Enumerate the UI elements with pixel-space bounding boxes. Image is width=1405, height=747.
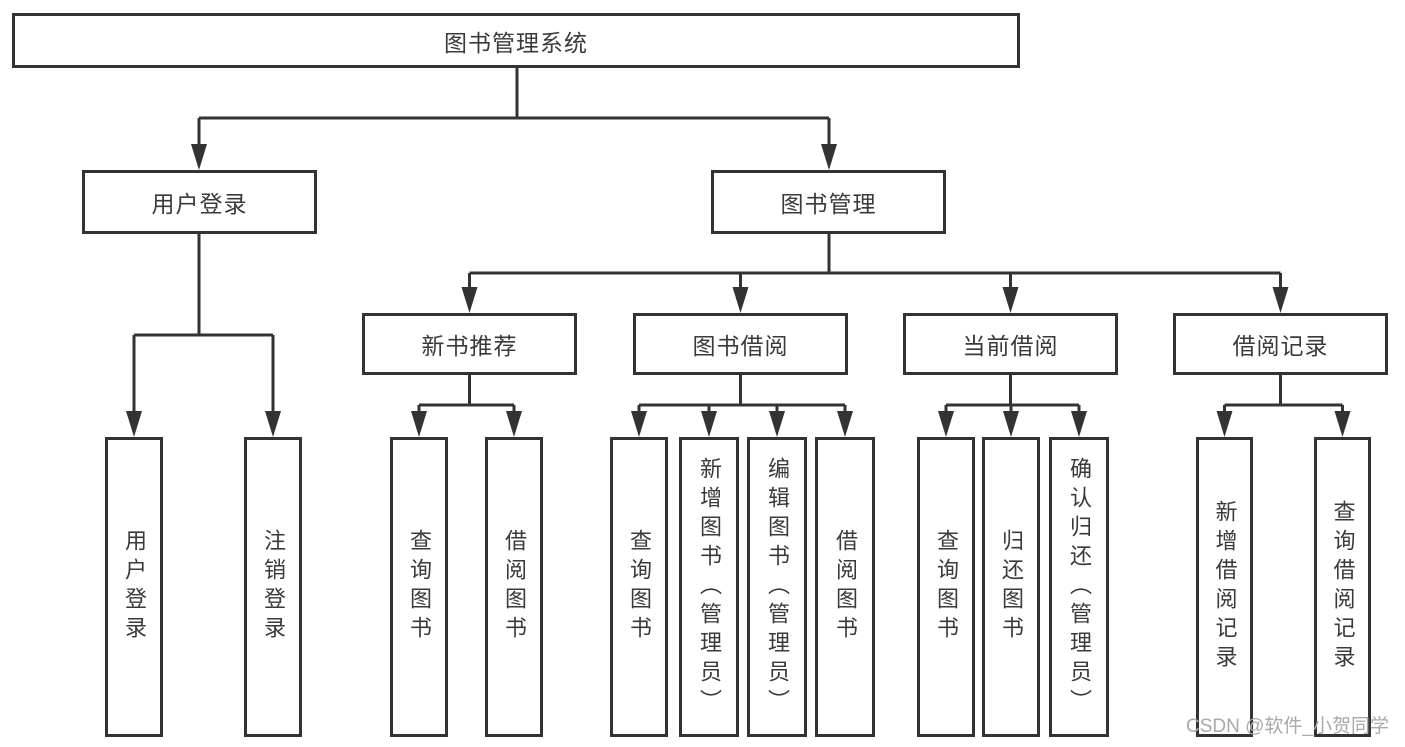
node-label: 图书管理系统 [444,29,588,56]
node-current-borrow: 当前借阅 [903,313,1118,375]
connector-root [197,68,831,152]
arrow-icon [461,287,478,313]
node-label: 编辑图书（管理员） [765,456,790,718]
node-label: 借阅图书 [833,529,858,645]
node-book-borrow: 图书借阅 [633,313,848,375]
arrow-icon [126,411,142,437]
node-label: 归还图书 [999,529,1024,645]
node-label: 图书借阅 [692,333,789,359]
connector-new-book-recommend [417,375,516,419]
node-label: 查询借阅记录 [1330,500,1356,674]
node-label: 查询图书 [627,529,652,645]
arrow-icon [1003,411,1019,437]
leaf-user-login: 用户登录 [105,437,163,737]
arrow-icon [1216,411,1233,437]
node-label: 借阅图书 [502,529,527,645]
connector-borrow-records [1223,375,1344,419]
arrow-icon [1272,287,1289,313]
arrow-icon [769,411,785,437]
node-label: 新增借阅记录 [1212,500,1238,674]
arrow-icon [411,411,427,437]
node-user-login: 用户登录 [82,170,317,234]
arrow-icon [732,287,749,313]
arrow-icon [1002,287,1019,313]
connector-user-login [132,234,275,419]
arrow-icon [1334,411,1351,437]
leaf-borrow-books-recommend: 借阅图书 [485,437,543,737]
leaf-confirm-return-admin: 确认归还（管理员） [1049,437,1109,737]
node-label: 用户登录 [122,529,147,645]
arrow-icon [938,411,954,437]
leaf-query-books-current: 查询图书 [917,437,975,737]
node-label: 新书推荐 [421,333,518,359]
node-label: 借阅记录 [1232,333,1329,359]
node-book-management: 图书管理 [711,170,946,234]
arrow-icon [191,144,207,170]
node-label: 查询图书 [934,529,959,645]
node-label: 用户登录 [151,191,248,217]
arrow-icon [631,411,647,437]
node-label: 当前借阅 [962,333,1059,359]
arrow-icon [506,411,522,437]
leaf-logout: 注销登录 [244,437,302,737]
node-library-system: 图书管理系统 [12,13,1020,68]
node-label: 确认归还（管理员） [1067,456,1092,718]
leaf-query-books-borrow: 查询图书 [610,437,668,737]
leaf-query-books-recommend: 查询图书 [390,437,448,737]
node-new-book-recommend: 新书推荐 [362,313,577,375]
node-label: 查询图书 [407,529,432,645]
node-label: 图书管理 [780,191,877,217]
node-borrow-records: 借阅记录 [1173,313,1388,375]
connector-book-management [468,234,1282,295]
leaf-query-borrow-record: 查询借阅记录 [1314,437,1371,737]
arrow-icon [1071,411,1087,437]
leaf-borrow-books: 借阅图书 [815,437,875,737]
connector-current-borrow [944,375,1081,419]
leaf-edit-books-admin: 编辑图书（管理员） [747,437,807,737]
node-label: 新增图书（管理员） [697,456,722,718]
node-label: 注销登录 [261,529,286,645]
leaf-add-books-admin: 新增图书（管理员） [679,437,739,737]
arrow-icon [265,411,281,437]
arrow-icon [837,411,853,437]
connector-book-borrow [637,375,847,419]
arrow-icon [821,144,837,170]
arrow-icon [701,411,717,437]
leaf-return-books: 归还图书 [982,437,1040,737]
leaf-add-borrow-record: 新增借阅记录 [1196,437,1253,737]
watermark: CSDN @软件_小贺同学 [1186,716,1389,737]
